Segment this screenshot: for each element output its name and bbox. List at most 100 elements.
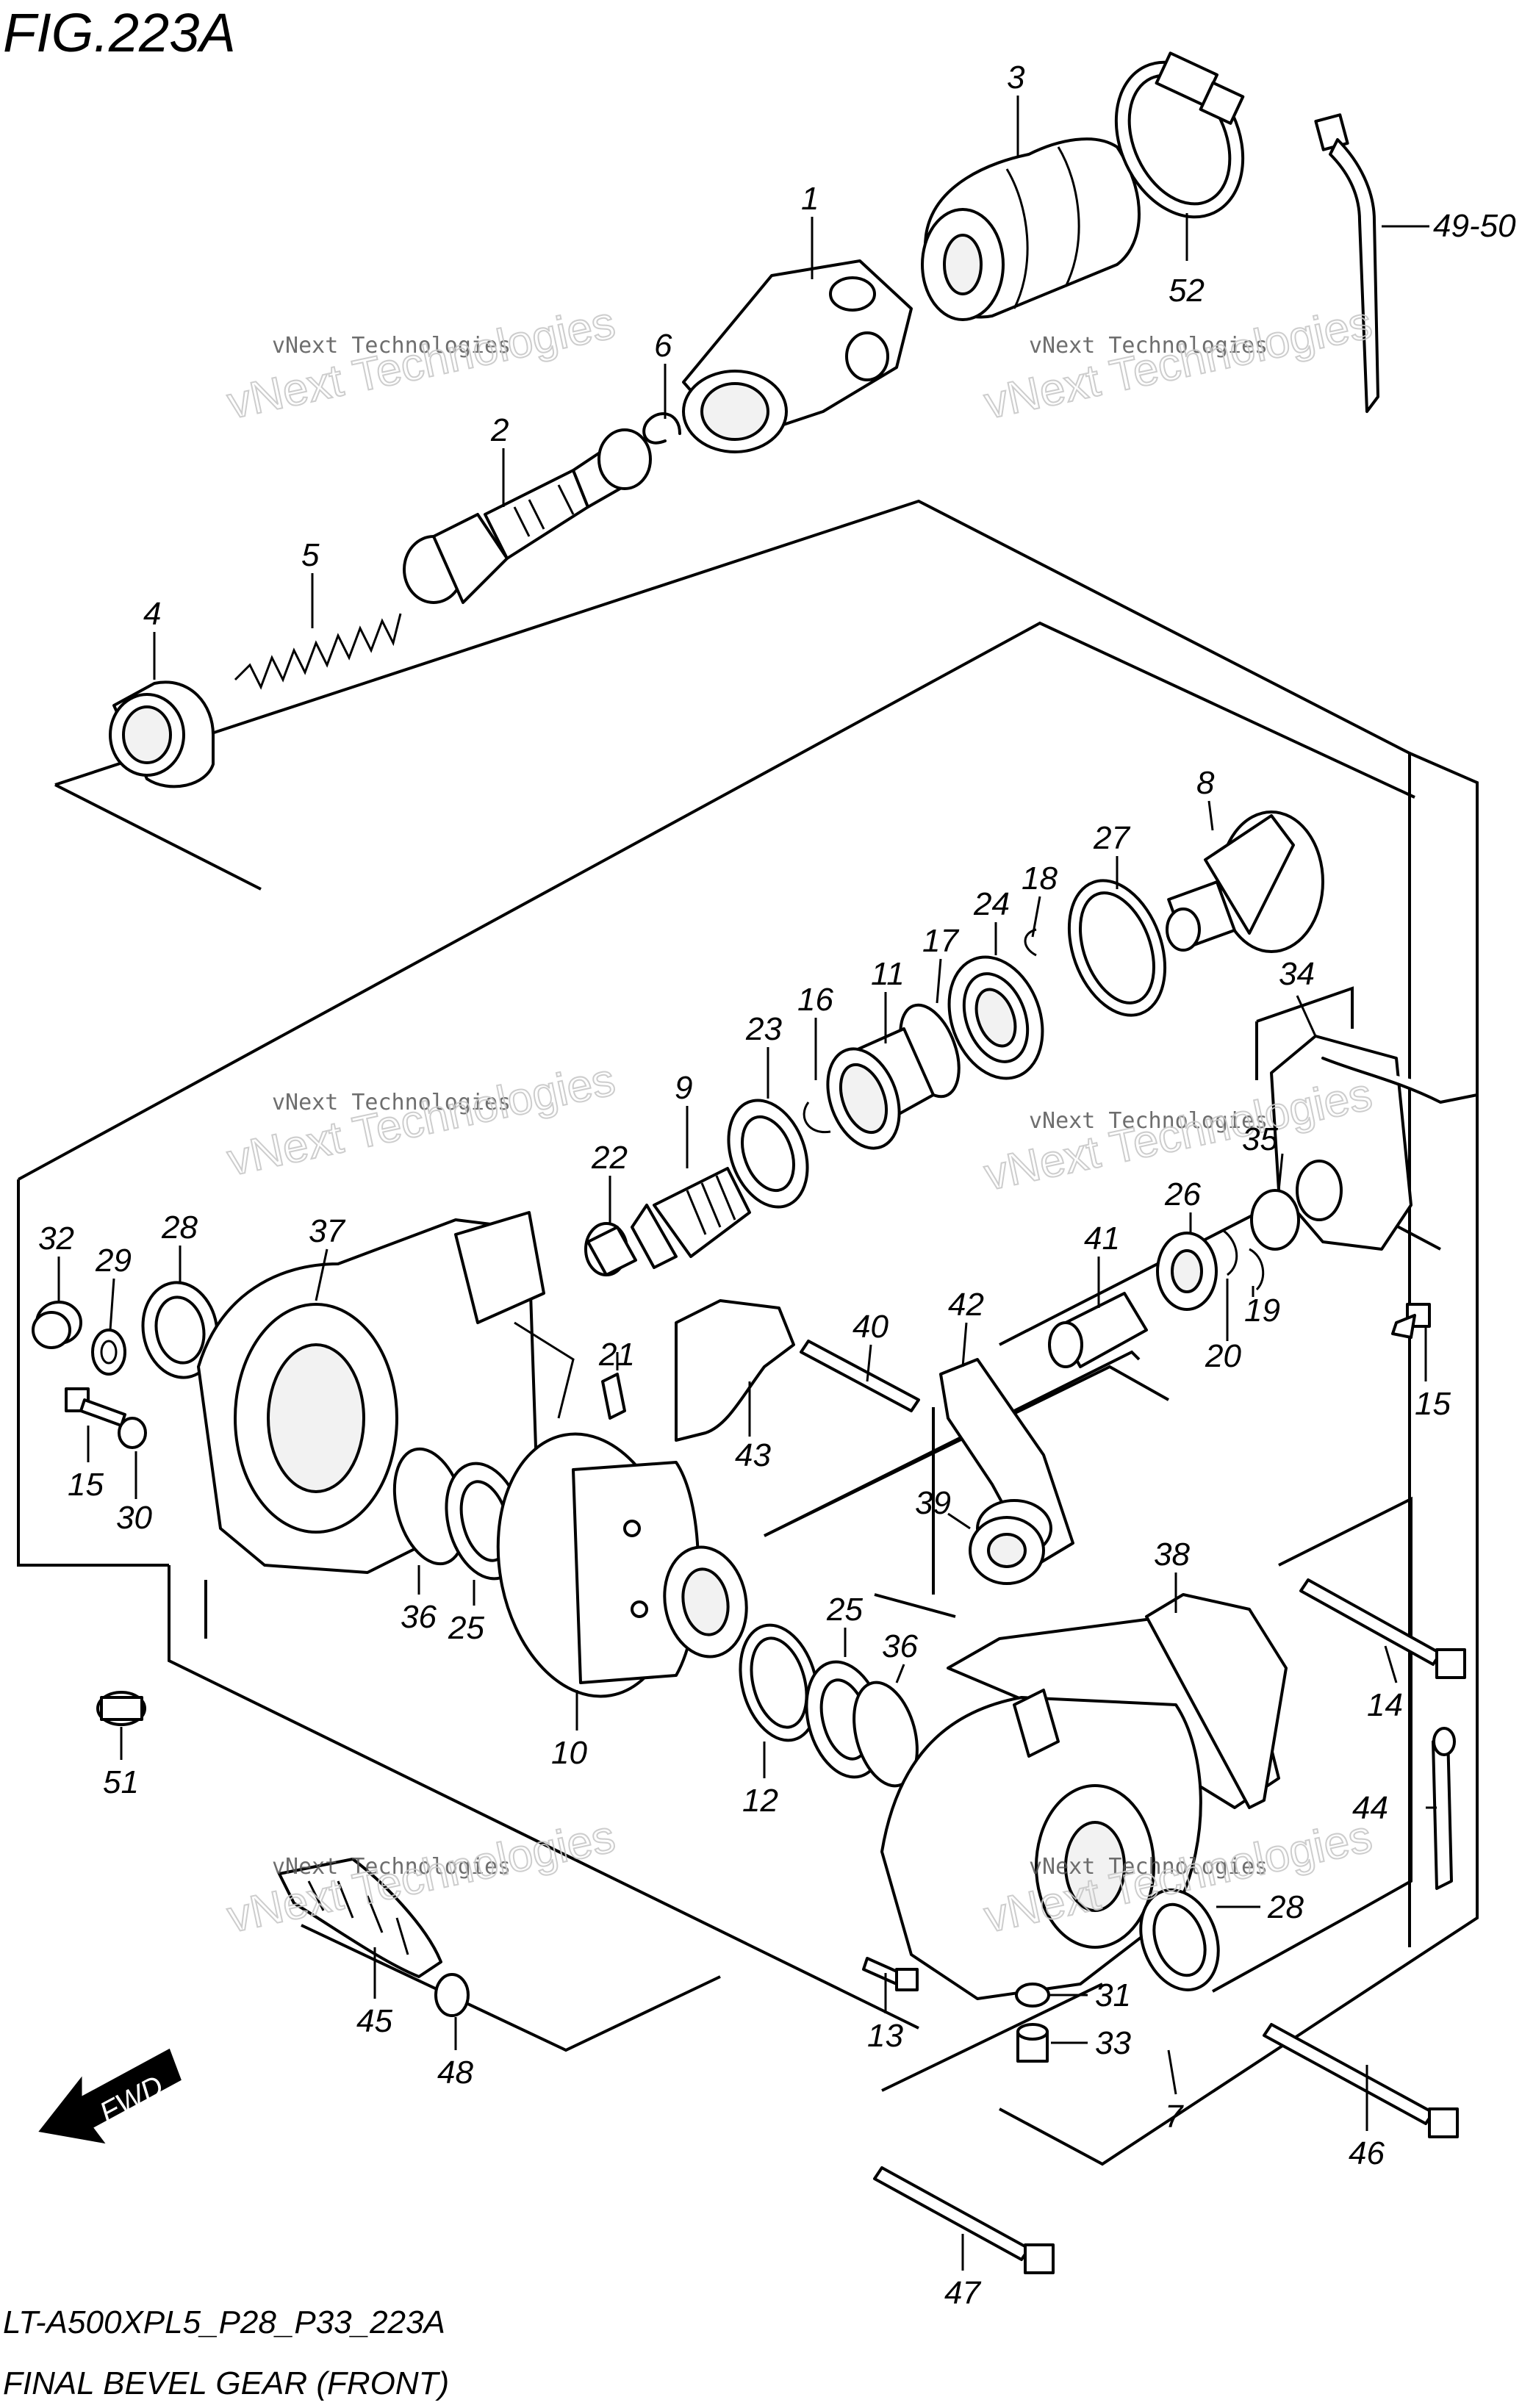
part-29-washer bbox=[91, 1329, 126, 1376]
callout-36-left: 36 bbox=[401, 1599, 437, 1635]
part-32-plug bbox=[32, 1301, 82, 1349]
callout-36-right: 36 bbox=[882, 1628, 918, 1664]
figure-caption: FINAL BEVEL GEAR (FRONT) bbox=[3, 2365, 449, 2401]
part-11-sleeve bbox=[826, 1027, 935, 1150]
part-9-pinion-gear bbox=[631, 1167, 751, 1269]
part-36-shim-right bbox=[852, 1681, 919, 1788]
main-frame-top bbox=[18, 621, 1415, 1181]
main-frame-inner bbox=[874, 1593, 956, 1618]
watermark-small-4: vNext Technologies bbox=[1029, 1108, 1268, 1134]
part-43-shift-fork bbox=[675, 1299, 795, 1442]
watermark-small-1: vNext Technologies bbox=[272, 333, 511, 359]
part-28-oil-seal-right bbox=[1139, 1888, 1220, 1991]
part-46-bolt bbox=[1263, 2023, 1459, 2138]
callout-42: 42 bbox=[948, 1287, 984, 1323]
part-45-boot bbox=[278, 1858, 442, 1978]
part-14-bolt bbox=[1299, 1578, 1466, 1679]
callout-3: 3 bbox=[1007, 60, 1025, 96]
case-frame-bottom bbox=[881, 1983, 1103, 2092]
callout-39: 39 bbox=[915, 1485, 951, 1521]
callout-44: 44 bbox=[1352, 1790, 1388, 1826]
callout-15-right: 15 bbox=[1415, 1386, 1451, 1422]
callout-28-right: 28 bbox=[1267, 1889, 1304, 1925]
case-frame-right bbox=[1278, 1496, 1412, 1916]
part-12-oil-seal bbox=[739, 1623, 819, 1742]
part-30-washer bbox=[118, 1417, 147, 1449]
callout-2: 2 bbox=[490, 412, 509, 448]
part-31-washer bbox=[1015, 1983, 1050, 2008]
callout-7: 7 bbox=[1165, 2099, 1184, 2135]
part-18-circlip bbox=[1024, 928, 1037, 957]
callout-28-left: 28 bbox=[161, 1210, 198, 1246]
part-52-hose-clamp bbox=[1114, 51, 1245, 219]
part-24-bearing bbox=[947, 955, 1044, 1080]
callout-35: 35 bbox=[1242, 1121, 1278, 1157]
part-44-breather-clip bbox=[1432, 1727, 1456, 1890]
part-35-o-ring bbox=[1250, 1189, 1300, 1251]
watermark-small-6: vNext Technologies bbox=[1029, 1854, 1268, 1880]
part-40-shaft-pin bbox=[800, 1340, 920, 1412]
fwd-arrow: FWD bbox=[38, 2048, 182, 2144]
callout-6: 6 bbox=[654, 328, 672, 364]
callout-21: 21 bbox=[598, 1337, 635, 1373]
callout-14: 14 bbox=[1367, 1687, 1403, 1723]
callout-20: 20 bbox=[1205, 1338, 1241, 1374]
case-frame-lower bbox=[1212, 1913, 1353, 1993]
part-8-drive-pinion-flange bbox=[1166, 811, 1324, 953]
part-1-joint-yoke bbox=[682, 259, 913, 453]
callout-30: 30 bbox=[116, 1500, 152, 1536]
callout-32: 32 bbox=[38, 1221, 74, 1257]
part-51-nut bbox=[96, 1691, 146, 1726]
part-2-drive-shaft bbox=[403, 428, 652, 604]
callout-labels: 1 3 52 49-50 6 2 5 4 8 27 18 24 17 11 16… bbox=[38, 60, 1516, 2311]
assembly-frames bbox=[17, 499, 1479, 2166]
part-15-bolt-right bbox=[1391, 1303, 1431, 1339]
part-33-drain-plug bbox=[1016, 2023, 1049, 2063]
watermark-small-3: vNext Technologies bbox=[272, 1090, 511, 1115]
callout-5: 5 bbox=[301, 537, 320, 573]
callout-47: 47 bbox=[944, 2275, 981, 2311]
callout-52: 52 bbox=[1169, 273, 1205, 309]
watermark-large-1: vNext Technologies bbox=[223, 298, 620, 429]
part-22-needle-bearing bbox=[584, 1222, 637, 1276]
callout-25-left: 25 bbox=[448, 1610, 484, 1646]
part-16-circlip bbox=[803, 1101, 831, 1134]
part-6-circlip bbox=[642, 412, 681, 445]
callout-33: 33 bbox=[1095, 2025, 1131, 2061]
leader-lines bbox=[57, 96, 1437, 2271]
sensor-frame-top bbox=[1256, 986, 1354, 1029]
part-39-shift-collar bbox=[969, 1516, 1045, 1585]
main-frame-bottom bbox=[168, 1565, 919, 2030]
part-20-circlip bbox=[1223, 1229, 1238, 1276]
callout-11: 11 bbox=[871, 956, 905, 992]
watermark-large-2: vNext Technologies bbox=[980, 298, 1376, 429]
part-23-bearing bbox=[727, 1099, 809, 1209]
callout-25-right: 25 bbox=[826, 1592, 863, 1628]
callout-27: 27 bbox=[1093, 820, 1130, 856]
callout-1: 1 bbox=[801, 181, 819, 217]
watermark-small-2: vNext Technologies bbox=[1029, 333, 1268, 359]
callout-43: 43 bbox=[735, 1437, 771, 1473]
part-4-cap bbox=[109, 680, 215, 788]
part-5-spring bbox=[234, 613, 402, 690]
part-27-o-ring bbox=[1067, 879, 1167, 1017]
callout-40: 40 bbox=[852, 1309, 889, 1345]
callout-41: 41 bbox=[1084, 1221, 1120, 1257]
watermark-small-5: vNext Technologies bbox=[272, 1854, 511, 1880]
figure-title: FIG.223A bbox=[3, 2, 236, 63]
part-10-differential bbox=[496, 1432, 748, 1698]
part-28-oil-seal-left bbox=[141, 1281, 219, 1379]
callout-12: 12 bbox=[742, 1783, 778, 1819]
boot-frame bbox=[301, 1924, 721, 2052]
part-7-gear-case bbox=[880, 1689, 1202, 2000]
callout-8: 8 bbox=[1196, 765, 1215, 801]
upper-frame bbox=[54, 499, 1411, 1947]
callout-18: 18 bbox=[1022, 860, 1058, 896]
main-frame-left bbox=[17, 1179, 169, 1567]
callout-48: 48 bbox=[437, 2055, 473, 2091]
watermark-large-3: vNext Technologies bbox=[223, 1054, 620, 1186]
callout-15-left: 15 bbox=[68, 1467, 104, 1503]
part-19-circlip bbox=[1249, 1248, 1265, 1291]
callout-13: 13 bbox=[867, 2018, 903, 2054]
callout-10: 10 bbox=[551, 1735, 587, 1771]
